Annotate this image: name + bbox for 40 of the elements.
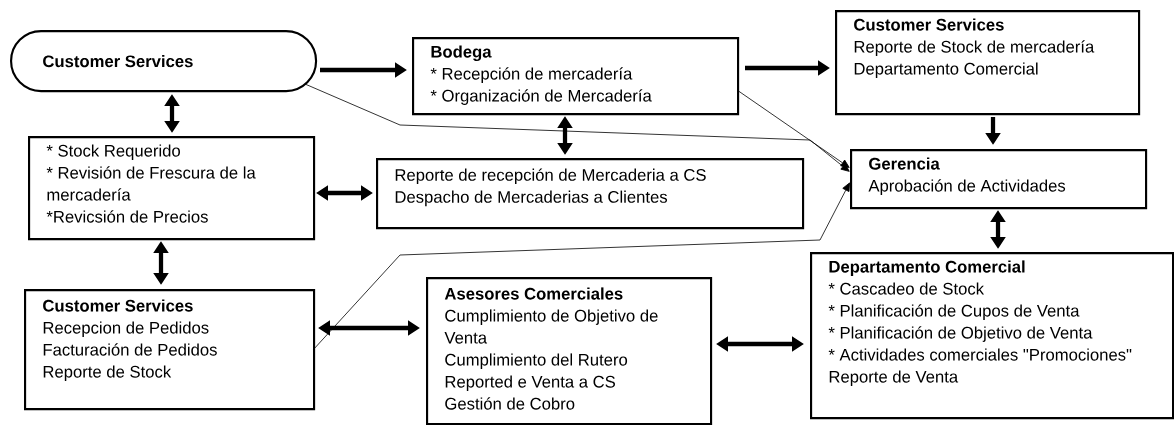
box-text: Reporte de Stock	[43, 365, 172, 381]
box-text: Gestión de Cobro	[445, 397, 575, 410]
box-heading: Customer Services	[854, 18, 1004, 31]
process-box	[850, 149, 1148, 210]
box-text: * Stock Requerido	[46, 144, 180, 160]
box-text: Cumplimiento del Rutero	[445, 353, 628, 369]
box-text: Reporte de recepción de Mercaderia a CS	[395, 168, 706, 185]
box-heading: Customer Services	[43, 54, 193, 68]
arrow	[736, 89, 850, 168]
box-text: * Cascadeo de Stock	[828, 282, 985, 295]
box-text: Aprobación de Actividades	[868, 179, 1066, 195]
box-heading: Gerencia	[869, 157, 940, 170]
box-heading: Customer Services	[43, 299, 193, 312]
box-text: Facturación de Pedidos	[43, 343, 217, 356]
arrow	[304, 83, 850, 172]
process-box	[28, 136, 316, 241]
terminal-shape	[10, 30, 318, 93]
box-text: Reporte de Venta	[829, 370, 959, 386]
process-box	[426, 277, 713, 425]
process-box	[810, 252, 1174, 420]
box-text: Despacho de Mercaderias a Clientes	[395, 190, 668, 207]
process-box	[376, 158, 805, 230]
box-heading: Bodega	[431, 45, 492, 61]
box-text: Reporte de Stock de mercadería Departamento Comercial	[854, 40, 1095, 78]
box-text: * Actividades comerciales "Promociones"	[828, 348, 1132, 361]
box-heading: Departamento Comercial	[829, 260, 1025, 276]
box-text: *Revicsión de Precios	[46, 210, 208, 223]
box-heading: Asesores Comerciales	[444, 287, 623, 300]
box-text: * Recepción de mercadería	[430, 67, 633, 83]
box-text: * Revisión de Frescura de la mercadería	[46, 166, 256, 201]
box-text: * Planificación de Objetivo de Venta	[828, 326, 1093, 342]
box-text: * Planificación de Cupos de Venta	[828, 304, 1080, 320]
box-text: Recepcion de Pedidos	[43, 321, 209, 337]
process-box	[835, 10, 1141, 116]
arrow	[312, 182, 850, 351]
box-text: Cumplimiento de Objetivo de Venta	[444, 309, 658, 344]
box-text: * Organización de Mercadería	[430, 89, 652, 105]
process-box	[24, 289, 316, 411]
box-text: Reported e Venta a CS	[445, 375, 615, 391]
process-box	[412, 37, 740, 116]
